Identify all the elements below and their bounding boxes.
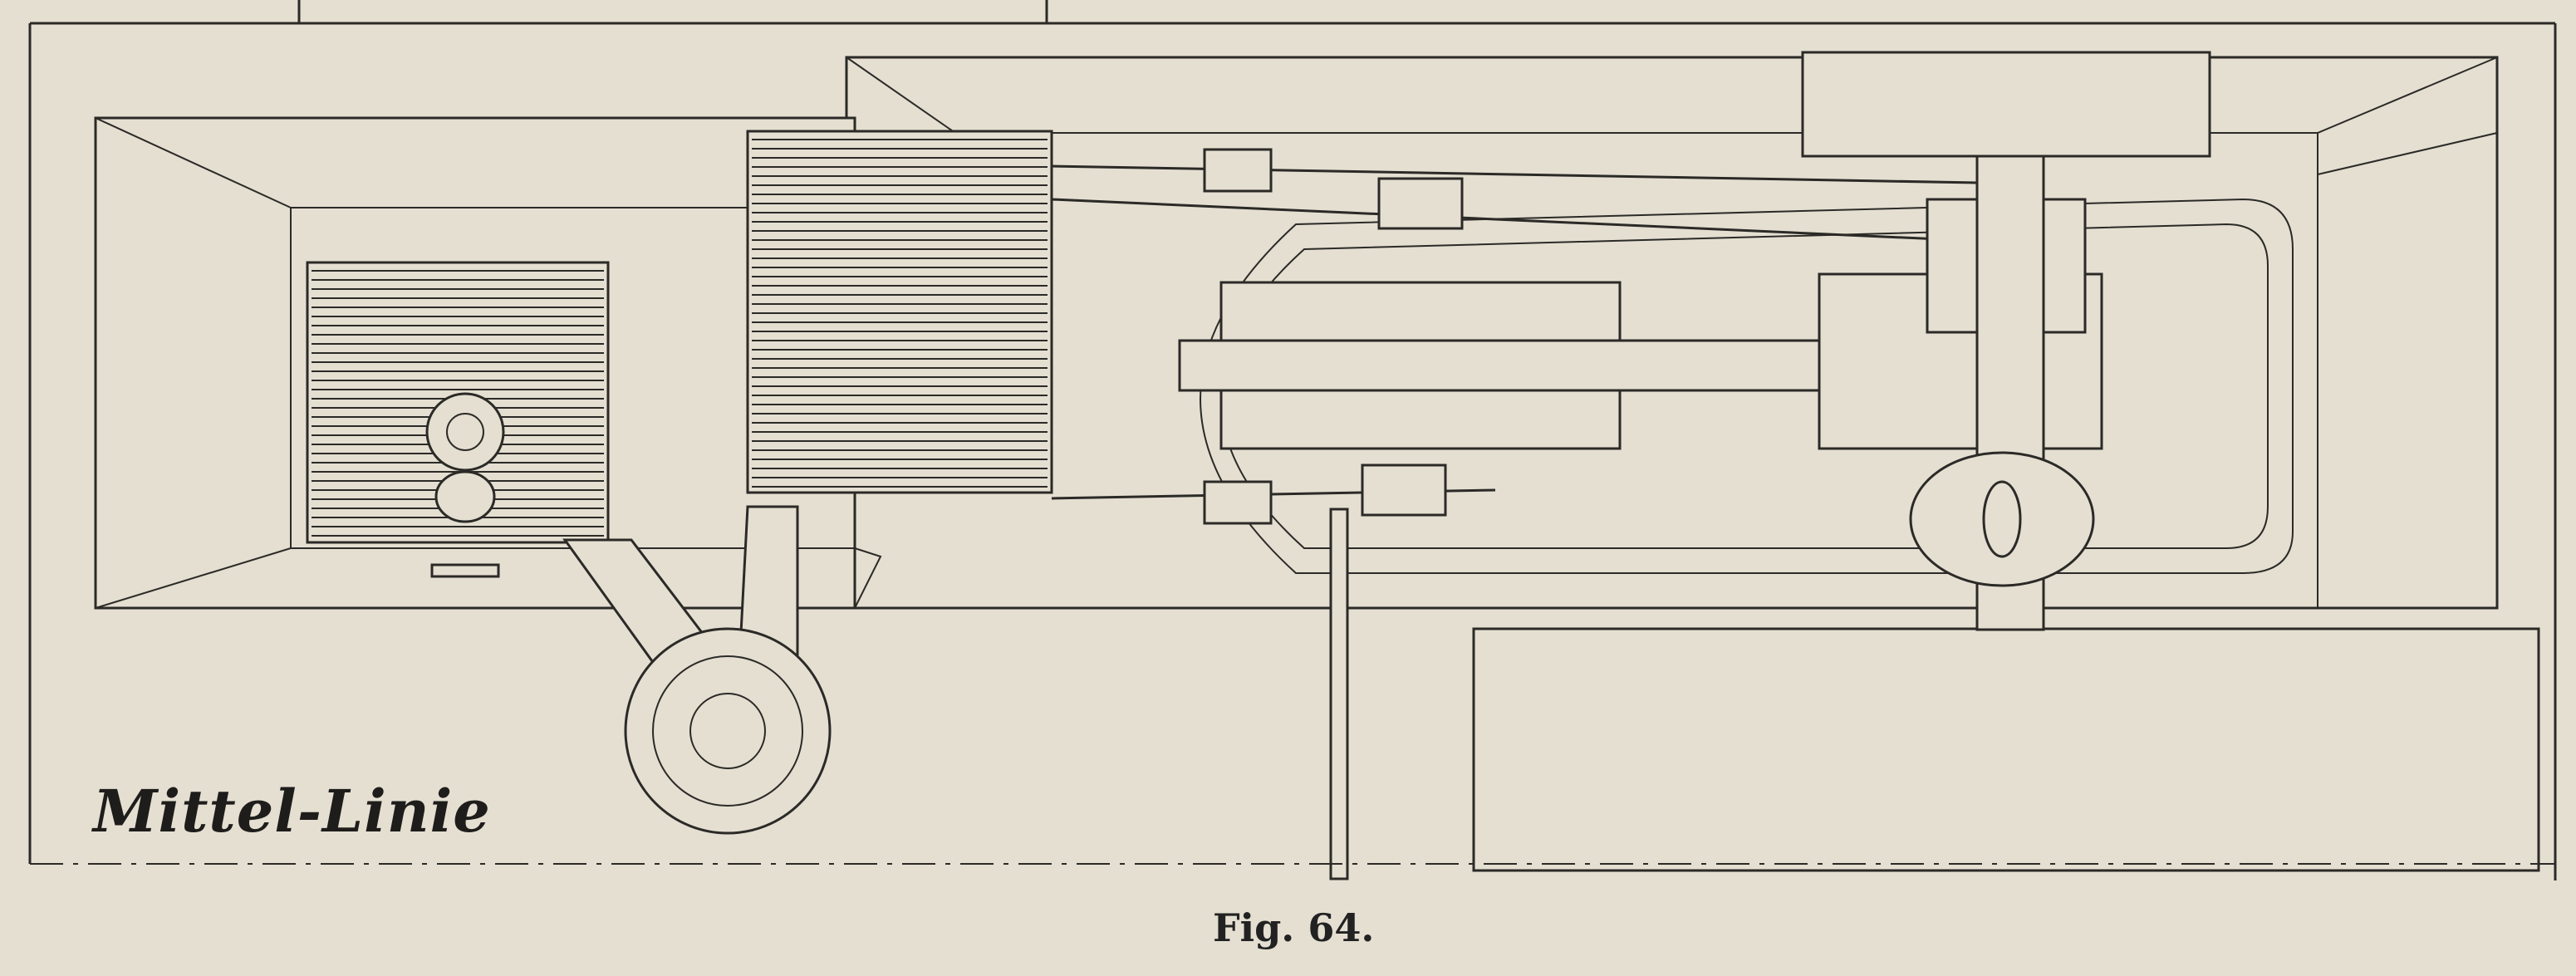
feed-pipe-flange bbox=[425, 392, 505, 578]
exhaust-elbow bbox=[562, 505, 832, 835]
figure-caption: Fig. 64. bbox=[1213, 905, 1375, 950]
main-cylinder bbox=[746, 130, 1053, 494]
drawing-frame bbox=[28, 0, 2557, 880]
crosshead-guide bbox=[1178, 198, 2294, 574]
lower-right-foundation bbox=[1472, 627, 2540, 872]
vertical-rod bbox=[1329, 508, 1349, 880]
upper-casing bbox=[845, 51, 2499, 610]
centerline-label: Mittel-Linie bbox=[93, 777, 491, 846]
crank-bearing bbox=[1909, 154, 2095, 631]
